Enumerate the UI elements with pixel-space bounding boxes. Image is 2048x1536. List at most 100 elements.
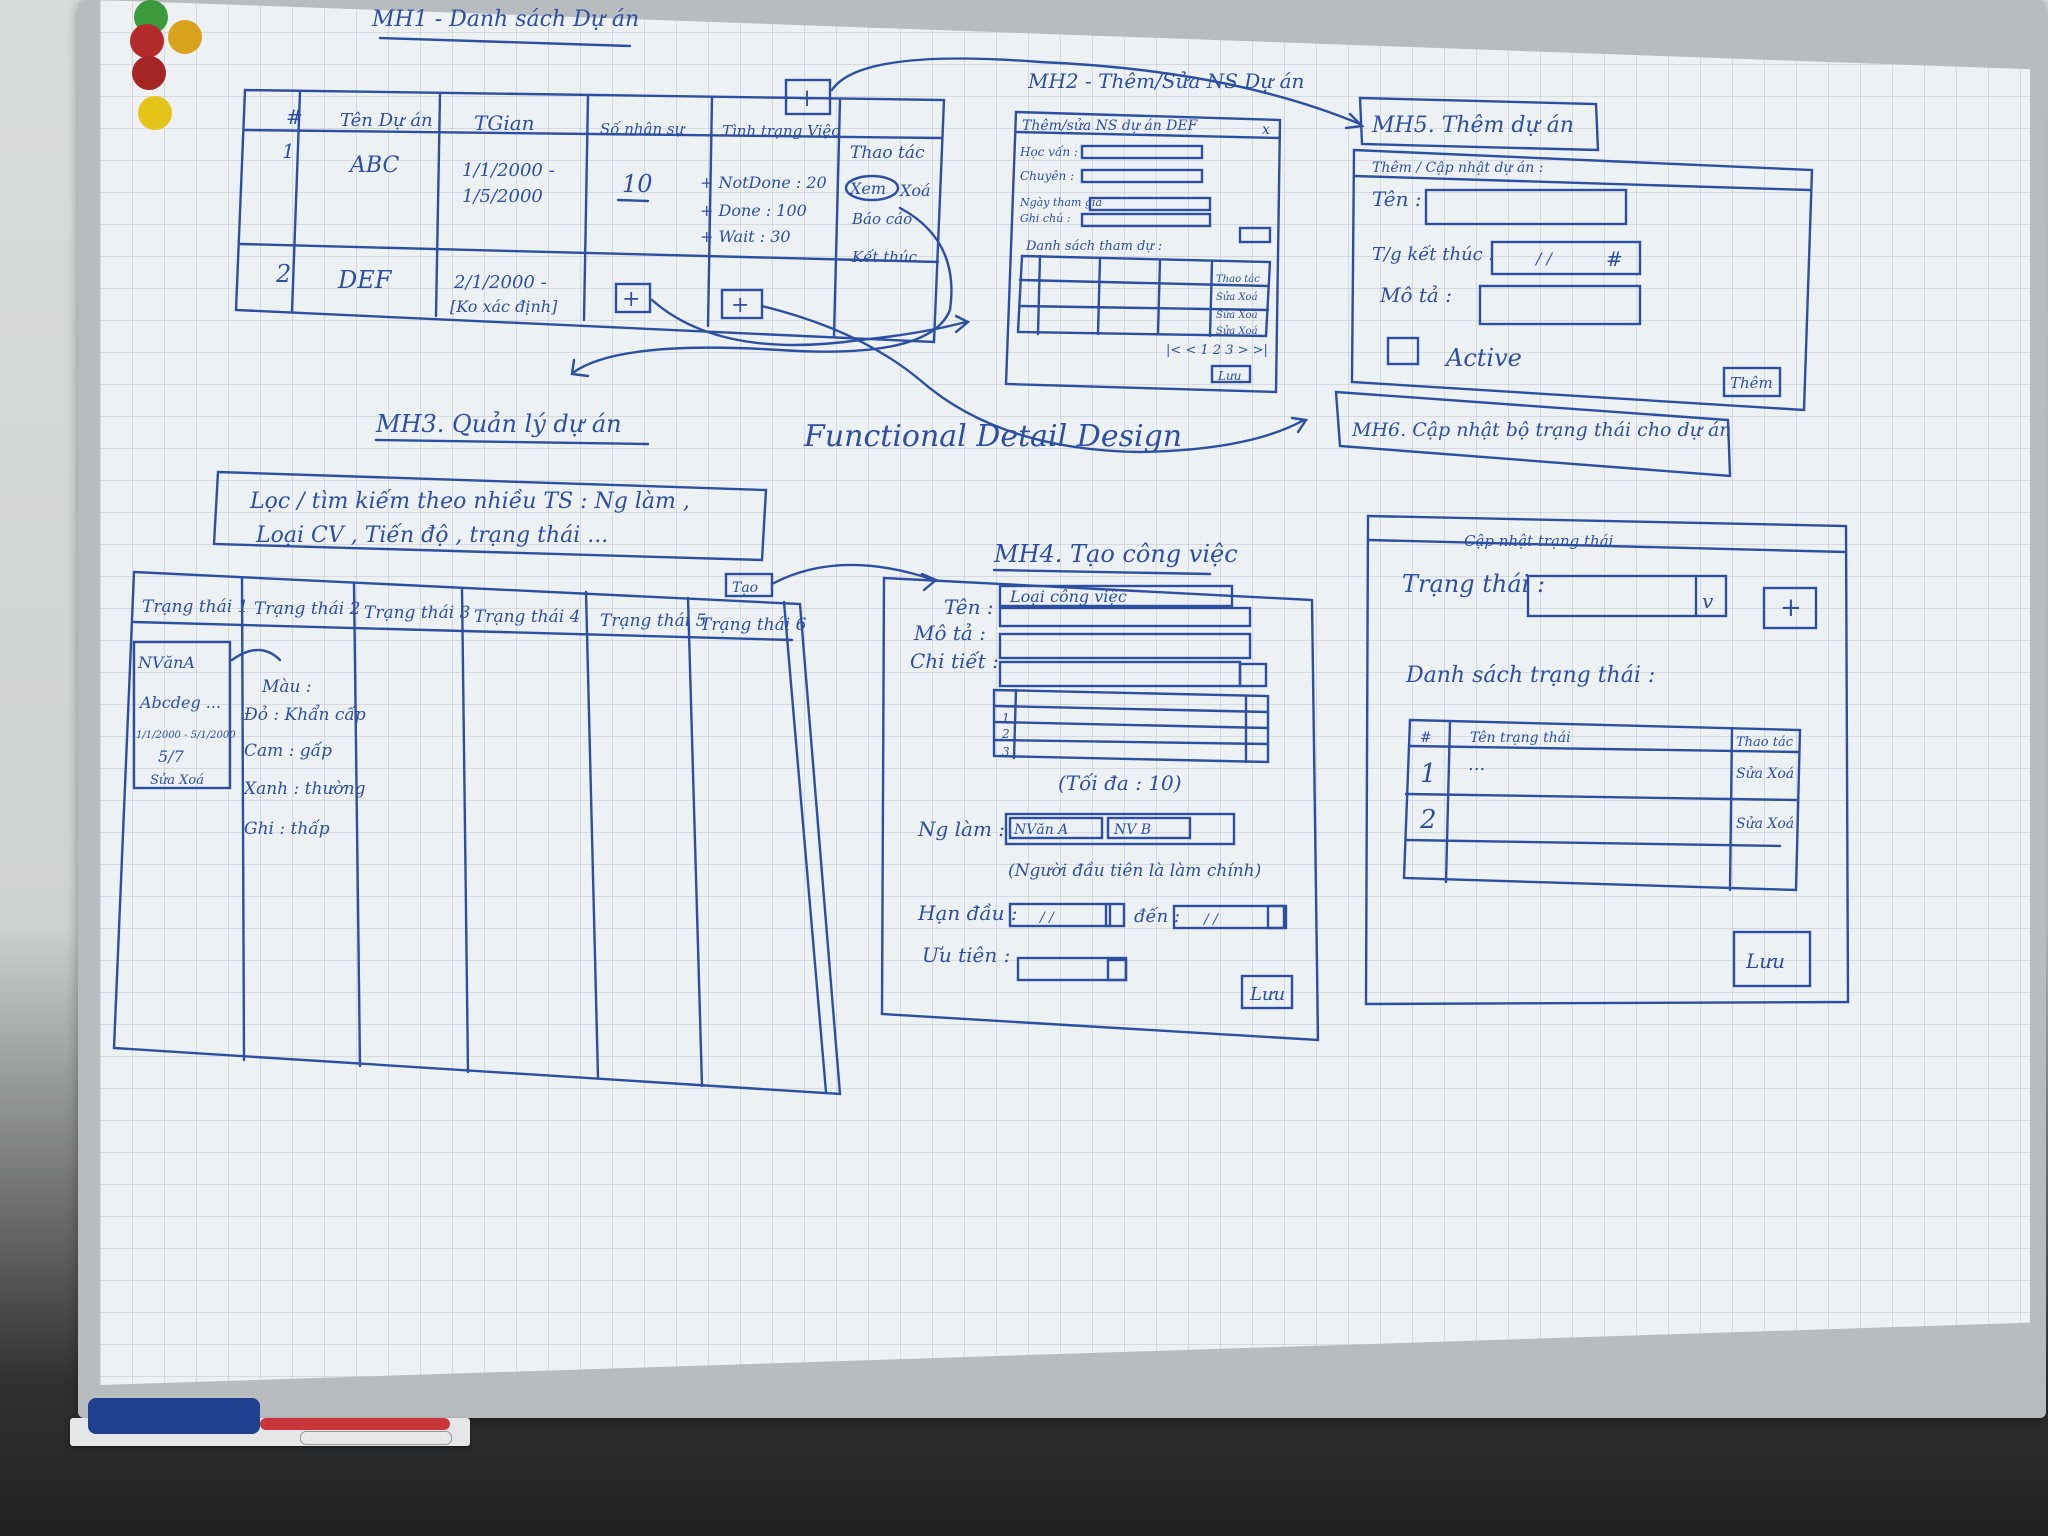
mh6-save-button: Lưu xyxy=(1745,949,1785,973)
calendar-icon: # xyxy=(1606,247,1623,271)
marker-white xyxy=(300,1431,452,1445)
mh4-deadline-label: Hạn đầu : xyxy=(917,901,1018,925)
mh3-col-4: Trạng thái 4 xyxy=(474,607,580,627)
mh1-row1-name: ABC xyxy=(348,153,399,178)
mh1-row2-add-staff: + xyxy=(622,287,640,312)
mh4-start-date-input: / / xyxy=(1038,910,1055,926)
chevron-down-icon: v xyxy=(1702,589,1714,613)
mh6-status-label: Trạng thái : xyxy=(1402,570,1545,598)
mh4-assignee-1: NVăn A xyxy=(1013,822,1068,838)
magnet-red xyxy=(130,24,164,58)
mh4-save-button: Lưu xyxy=(1249,984,1285,1005)
mh2-dialog-title: Thêm/sửa NS dự án DEF xyxy=(1022,117,1199,134)
mh3-col-5: Trạng thái 5 xyxy=(600,611,706,631)
mh2-field-edu: Học vấn : xyxy=(1019,144,1078,159)
mh2-field-major: Chuyên : xyxy=(1020,169,1074,183)
mh2-list-label: Danh sách tham dự : xyxy=(1025,239,1162,254)
mh2-field-note: Ghi chú : xyxy=(1020,212,1070,225)
mh1-col-name: Tên Dự án xyxy=(340,110,433,131)
mh6-col-idx: # xyxy=(1420,730,1432,746)
mh4-assignee-note: (Người đầu tiên là làm chính) xyxy=(1008,861,1261,881)
mh1-row1-time1: 1/1/2000 - xyxy=(462,160,555,181)
mh2-col-actions: Thao tác xyxy=(1216,274,1260,285)
mh5-desc-label: Mô tả : xyxy=(1379,283,1452,307)
mh3-legend-orange: Cam : gấp xyxy=(244,741,332,761)
mh1-row2-name: DEF xyxy=(337,266,393,294)
mh6-dialog-title: Cập nhật trạng thái xyxy=(1464,532,1614,550)
mh3-legend-title: Màu : xyxy=(261,677,312,697)
mh1-col-idx: # xyxy=(286,105,303,129)
mh4-type-select: Loại công việc xyxy=(1009,587,1127,606)
mh1-row1-status-done: + Done : 100 xyxy=(700,201,807,220)
mh6-add-button: + xyxy=(1780,593,1802,623)
mh4-detail-label: Chi tiết : xyxy=(910,649,999,673)
mh6-row1-actions: Sửa Xoá xyxy=(1736,765,1794,782)
mh3-filter-line1: Lọc / tìm kiếm theo nhiều TS : Ng làm , xyxy=(249,488,690,514)
mh1-row1-time2: 1/5/2000 xyxy=(462,186,543,207)
mh3-filter-line2: Loại CV , Tiến độ , trạng thái ... xyxy=(255,522,608,548)
mh4-title: MH4. Tạo công việc xyxy=(993,540,1238,568)
mh2-save-button: Lưu xyxy=(1217,369,1241,383)
mh1-row1-status-notdone: + NotDone : 20 xyxy=(700,173,827,192)
mh1-section: MH1 - Danh sách Dự án + # Tên Dự án TGia… xyxy=(234,7,1365,454)
mh6-section: MH6. Cập nhật bộ trạng thái cho dự án Cậ… xyxy=(1334,390,1850,1006)
mh1-row1-idx: 1 xyxy=(282,139,295,163)
mh6-list-label: Danh sách trạng thái : xyxy=(1405,663,1655,688)
mh6-col-name: Tên trạng thái xyxy=(1470,730,1571,746)
mh3-card-date: 1/1/2000 - 5/1/2000 xyxy=(136,730,236,741)
marker-red xyxy=(260,1418,450,1430)
mh1-view-link: Xem xyxy=(848,179,886,198)
mh3-card-actions: Sửa Xoá xyxy=(150,773,204,788)
mh4-end-label: đến : xyxy=(1134,906,1180,927)
mh4-assignee-2: NV B xyxy=(1113,822,1151,838)
mh1-row2-time2: [Ko xác định] xyxy=(450,297,558,316)
mh4-desc-label: Mô tả : xyxy=(913,621,986,645)
mh5-date-input: / / xyxy=(1534,249,1553,268)
mh4-end-date-input: / / xyxy=(1202,912,1219,928)
mh2-field-join: Ngày tham gia xyxy=(1019,196,1102,209)
mh3-col-6: Trạng thái 6 xyxy=(700,615,807,635)
mh5-name-label: Tên : xyxy=(1372,187,1422,211)
magnet-red xyxy=(132,56,166,90)
mh2-row2-actions: Sửa Xoá xyxy=(1216,310,1258,321)
mh5-title: MH5. Thêm dự án xyxy=(1371,113,1574,138)
whiteboard-surface xyxy=(100,0,2030,1385)
mh3-col-3: Trạng thái 3 xyxy=(364,603,470,623)
mh5-deadline-label: T/g kết thúc : xyxy=(1372,244,1495,265)
mh3-card-owner: NVănA xyxy=(137,653,195,672)
mh3-card-desc: Abcdeg ... xyxy=(138,693,221,712)
mh2-row3-actions: Sửa Xoá xyxy=(1216,326,1258,337)
mh1-row1-count: 10 xyxy=(622,170,653,198)
mh1-col-time: TGian xyxy=(474,111,535,135)
mh4-max-note: (Tối đa : 10) xyxy=(1058,771,1182,795)
magnet-orange xyxy=(168,20,202,54)
mh6-row2-actions: Sửa Xoá xyxy=(1736,815,1794,832)
mh4-name-label: Tên : xyxy=(944,595,994,619)
mh3-create-button: Tạo xyxy=(732,580,758,596)
mh1-col-status: Tình trạng Việc xyxy=(722,122,840,140)
mh1-row2-add-status: + xyxy=(731,293,749,318)
mh3-title: MH3. Quản lý dự án xyxy=(375,410,622,438)
mh4-subtask-3: 3 xyxy=(1002,745,1010,759)
mh2-pager: |< < 1 2 3 > >| xyxy=(1166,343,1268,358)
mh3-section: MH3. Quản lý dự án Lọc / tìm kiếm theo n… xyxy=(112,410,939,1096)
mh1-title: MH1 - Danh sách Dự án xyxy=(371,7,639,32)
mh6-row1-idx: 1 xyxy=(1420,759,1437,789)
mh1-finish-link: Kết thúc xyxy=(851,248,918,266)
mh1-row2-time1: 2/1/2000 - xyxy=(453,272,547,293)
mh4-section: MH4. Tạo công việc Loại công việc Tên : … xyxy=(880,540,1320,1042)
mh5-section: MH5. Thêm dự án Thêm / Cập nhật dự án : … xyxy=(1350,96,1814,412)
mh6-title: MH6. Cập nhật bộ trạng thái cho dự án xyxy=(1351,419,1732,441)
mh4-priority-label: Ưu tiên : xyxy=(922,943,1010,967)
mh2-row1-actions: Sửa Xoá xyxy=(1216,292,1258,303)
mh6-row1-name: ... xyxy=(1468,754,1485,775)
mh2-section: MH2 - Thêm/Sửa NS Dự án Thêm/sửa NS dự á… xyxy=(1004,69,1304,394)
mh1-row1-status-wait: + Wait : 30 xyxy=(700,227,791,246)
mh3-legend-red: Đỏ : Khẩn cấp xyxy=(243,705,366,725)
mh6-col-actions: Thao tác xyxy=(1736,735,1794,750)
mh5-dialog-title: Thêm / Cập nhật dự án : xyxy=(1372,160,1543,176)
eraser xyxy=(88,1398,260,1434)
mh5-active-label: Active xyxy=(1444,344,1522,372)
magnet-yellow xyxy=(138,96,172,130)
